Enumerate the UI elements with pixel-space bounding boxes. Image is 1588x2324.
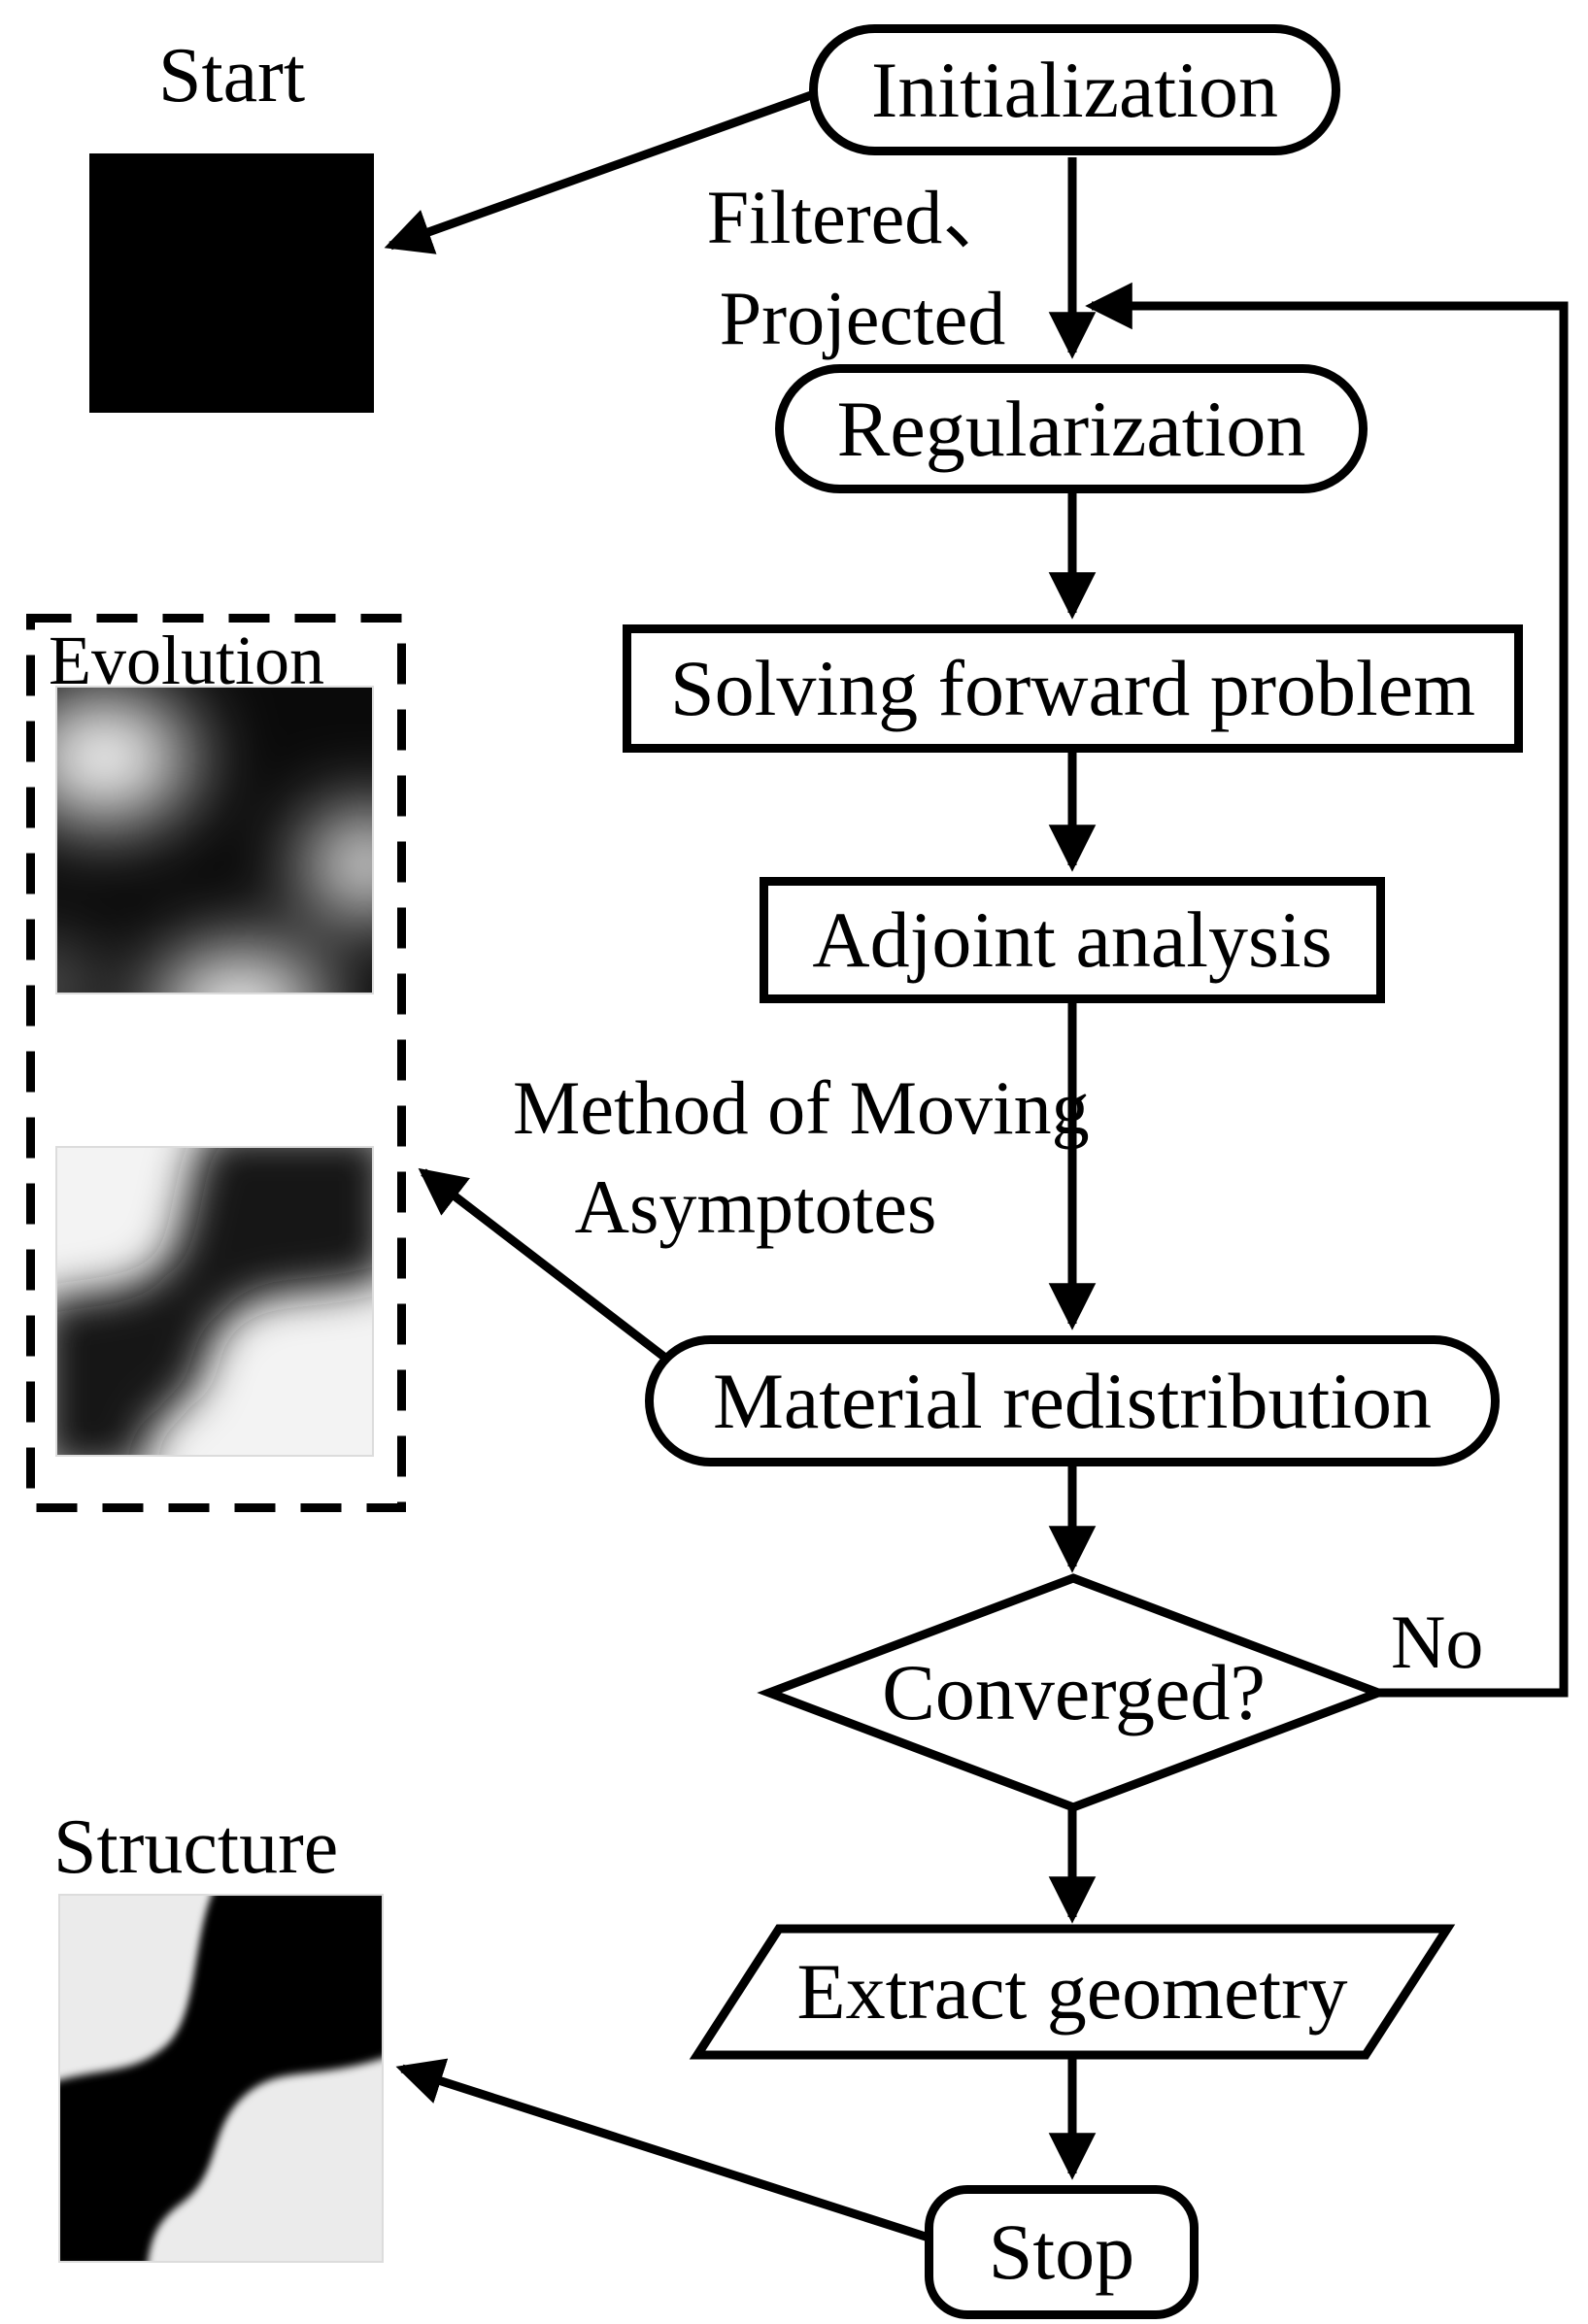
node-regularization: Regularization <box>775 364 1368 493</box>
filtered-annotation-line2: Projected <box>719 276 1006 360</box>
feedback-loop-no <box>1085 282 1569 1698</box>
node-stop: Stop <box>925 2185 1199 2319</box>
node-adjoint-analysis-label: Adjoint analysis <box>812 895 1333 984</box>
node-extract-geometry-label: Extract geometry <box>796 1947 1348 2036</box>
no-branch-label: No <box>1391 1600 1484 1684</box>
node-converged-label: Converged? <box>882 1648 1266 1736</box>
node-material-redistribution-label: Material redistribution <box>712 1356 1433 1445</box>
structure-label: Structure <box>53 1804 339 1890</box>
filtered-annotation-line1: Filtered、 <box>706 175 1019 259</box>
node-initialization-label: Initialization <box>871 45 1278 134</box>
arrow-stop-to-structure-image <box>395 2058 930 2242</box>
node-stop-label: Stop <box>988 2207 1135 2296</box>
node-initialization: Initialization <box>809 24 1340 155</box>
arrow-material-to-evolution-box <box>418 1167 681 1371</box>
mma-annotation: Method of Moving Asymptotes <box>513 1059 1090 1257</box>
evolution-label: Evolution <box>49 622 324 699</box>
node-material-redistribution: Material redistribution <box>645 1335 1500 1466</box>
start-label: Start <box>157 33 306 118</box>
node-regularization-label: Regularization <box>836 384 1306 473</box>
evolution-box-border <box>26 614 406 1512</box>
node-converged-decision: Converged? <box>769 1578 1378 1807</box>
evolution-image-2 <box>55 1146 374 1457</box>
start-design-image <box>89 153 374 413</box>
node-solving-forward-problem-label: Solving forward problem <box>670 644 1475 732</box>
extract-geometry-shape <box>689 1924 1456 2060</box>
arrow-initialization-to-start-image <box>384 89 816 254</box>
node-adjoint-analysis: Adjoint analysis <box>760 877 1385 1003</box>
node-extract-geometry: Extract geometry <box>697 1929 1447 2055</box>
evolution-image-1 <box>55 686 374 994</box>
converged-diamond-shape <box>757 1573 1391 1812</box>
node-solving-forward-problem: Solving forward problem <box>623 624 1523 753</box>
filtered-projected-annotation: Filtered、 Projected <box>620 167 1105 369</box>
mma-annotation-line1: Method of Moving <box>513 1065 1090 1150</box>
mma-annotation-line2: Asymptotes <box>574 1164 937 1249</box>
structure-image <box>58 1894 384 2263</box>
